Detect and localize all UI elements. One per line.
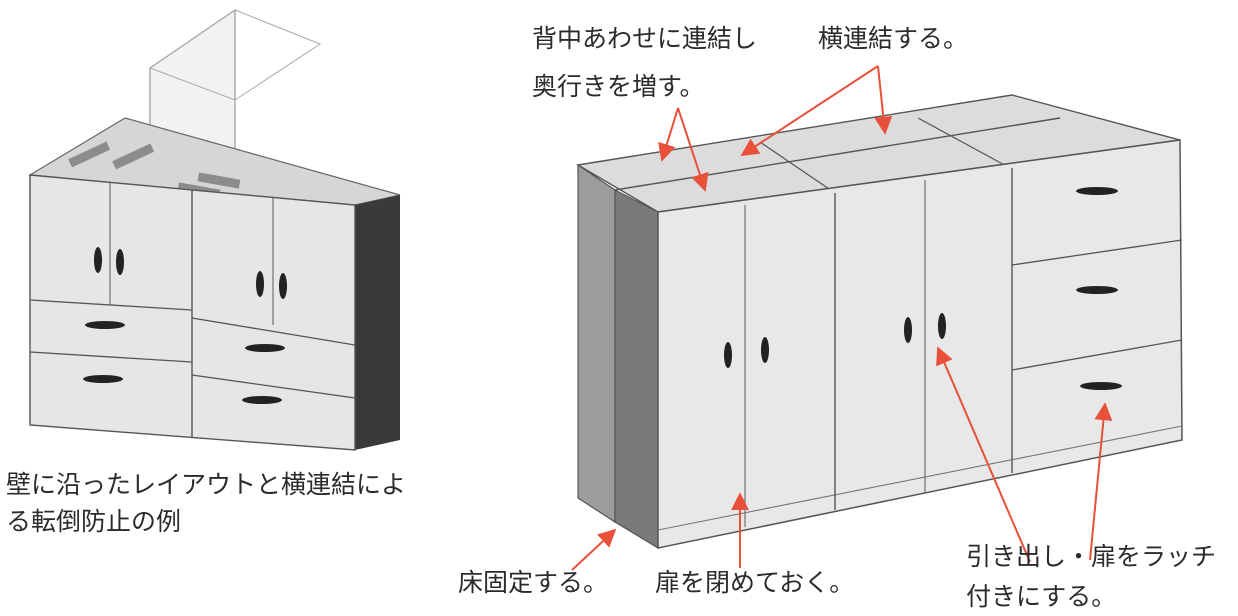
door-handle <box>256 271 264 297</box>
arrow-side-link-1 <box>740 65 879 156</box>
back-module <box>577 163 616 524</box>
label-side-link: 横連結する。 <box>818 24 969 53</box>
annotation-arrows <box>571 65 1113 571</box>
arrow-latch-2 <box>1089 402 1113 561</box>
arrow-back-to-back-2 <box>677 107 709 192</box>
label-latch-line1: 引き出し・扉をラッチ <box>966 542 1217 571</box>
drawer-handle <box>245 344 285 352</box>
drawer-handle <box>83 375 123 383</box>
door-handle <box>116 249 124 275</box>
door-handle <box>724 342 732 368</box>
label-back-to-back-line2: 奥行きを増す。 <box>532 72 705 101</box>
left-cabinet-side <box>355 195 400 450</box>
drawer-handle <box>1076 187 1118 195</box>
door-handle <box>904 317 912 343</box>
right-cabinet-front <box>657 139 1183 549</box>
arrow-side-link-2 <box>874 65 893 135</box>
arrow-back-to-back-1 <box>658 107 679 162</box>
label-close-doors: 扉を閉めておく。 <box>655 568 855 597</box>
caption-line1: 壁に沿ったレイアウトと横連結によ <box>6 470 407 499</box>
label-floor-fix: 床固定する。 <box>458 568 609 597</box>
drawer-handle <box>242 396 282 404</box>
left-cabinet-group <box>28 8 401 451</box>
door-handle <box>279 273 287 299</box>
link-plate <box>112 143 155 170</box>
door-handle <box>761 337 769 363</box>
link-plate <box>68 141 111 168</box>
drawer-handle <box>1080 382 1122 390</box>
figure-caption: 壁に沿ったレイアウトと横連結によ る転倒防止の例 <box>6 466 466 540</box>
arrow-latch-1 <box>936 346 1031 563</box>
drawer-handle <box>85 321 125 329</box>
drawer-handle <box>1076 286 1118 294</box>
door-handle <box>94 247 102 273</box>
label-back-to-back-line1: 背中あわせに連結し <box>532 24 758 53</box>
label-latch-line2: 付きにする。 <box>966 582 1117 611</box>
arrow-floor-fix <box>571 528 617 571</box>
caption-line2: る転倒防止の例 <box>6 507 182 536</box>
right-cabinet-side <box>614 189 659 550</box>
link-plate <box>197 172 241 189</box>
door-handle <box>938 313 946 339</box>
right-cabinet-group <box>575 94 1183 550</box>
